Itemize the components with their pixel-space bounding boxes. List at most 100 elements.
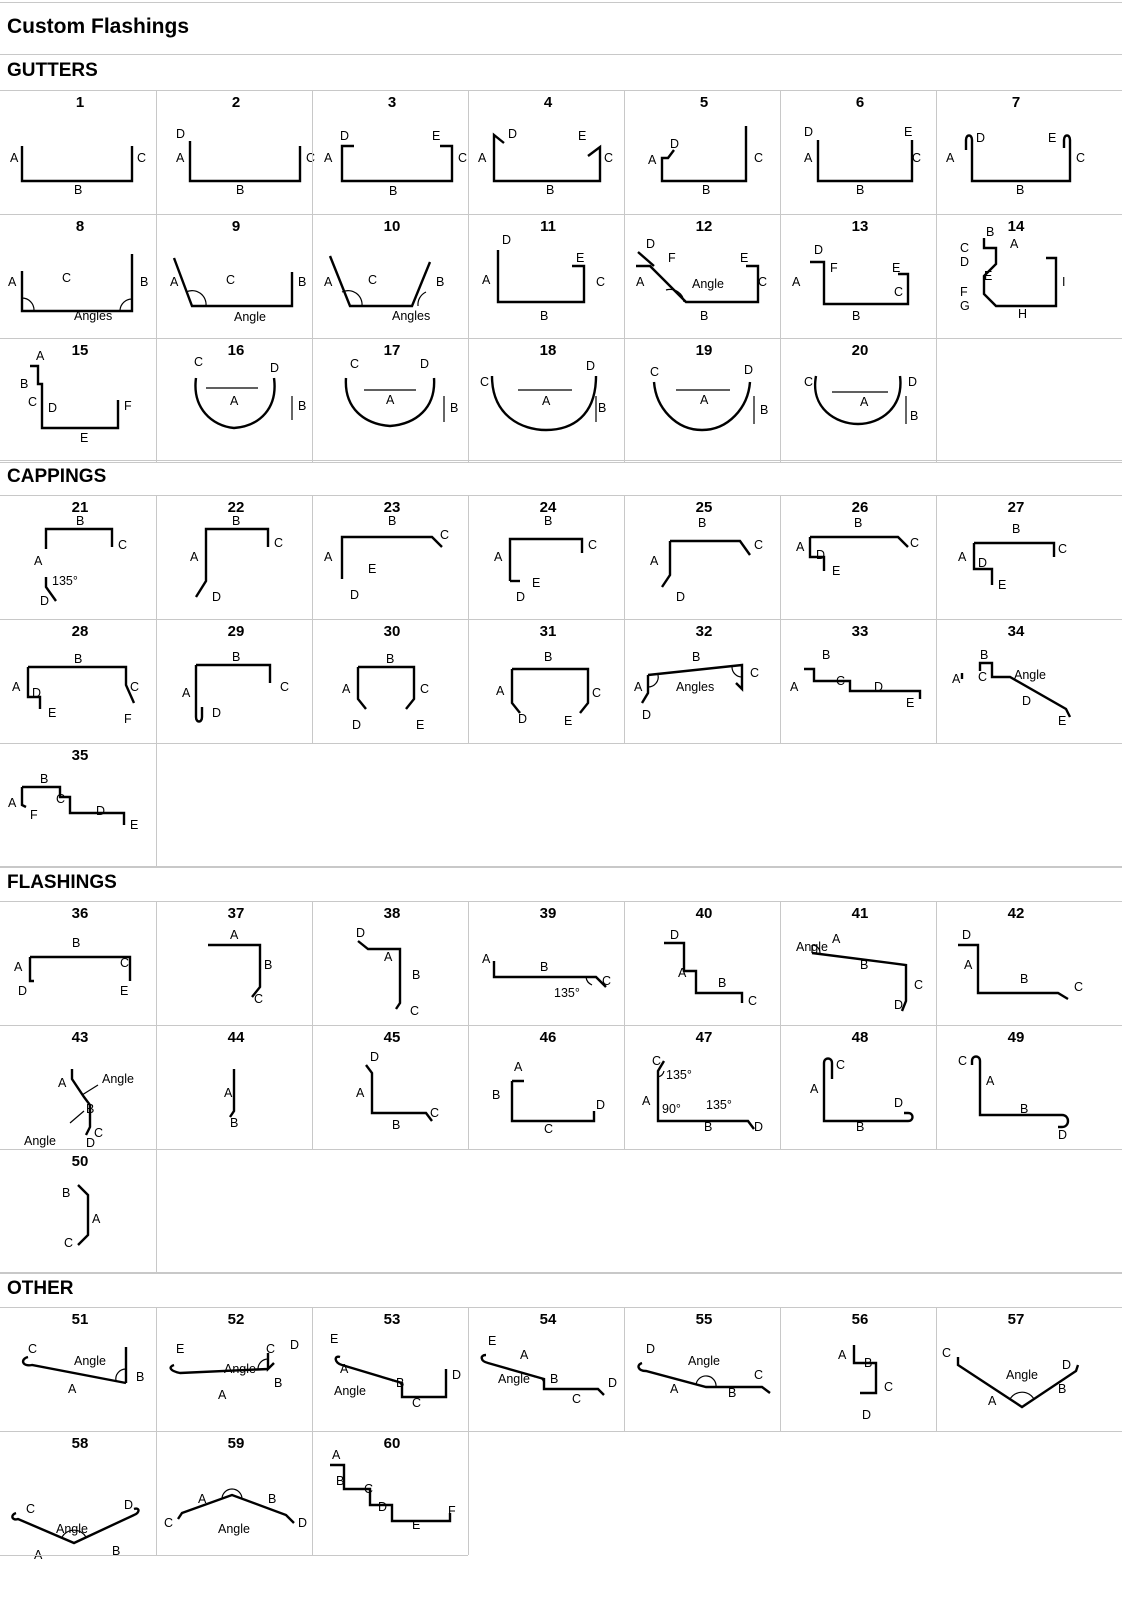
dimension-label: B [718, 976, 726, 990]
profile-line [637, 251, 655, 267]
grid-row-rule [0, 1273, 1122, 1274]
dimension-label: Angle [1006, 1368, 1038, 1382]
dimension-label: E [576, 251, 584, 265]
dimension-label: C [754, 538, 763, 552]
dimension-label: C [544, 1122, 553, 1136]
profile-line [81, 1084, 99, 1096]
profile-number: 33 [851, 623, 869, 640]
profile-line [115, 1368, 127, 1382]
dimension-label: E [176, 1342, 184, 1356]
profile-line [204, 527, 270, 567]
dimension-label: A [494, 550, 503, 564]
dimension-label: A [176, 151, 185, 165]
dimension-label: C [754, 151, 763, 165]
grid-divider [312, 338, 313, 462]
dimension-label: E [330, 1332, 338, 1346]
profile-number: 18 [539, 342, 557, 359]
profile-line [340, 144, 454, 183]
profile-line [664, 941, 744, 1003]
dimension-label: B [492, 1088, 500, 1102]
grid-divider [780, 619, 781, 743]
dimension-label: A [636, 275, 645, 289]
dimension-label: C [1058, 542, 1067, 556]
dimension-label: D [356, 926, 365, 940]
profile-number: 26 [851, 499, 869, 516]
profile-number: 52 [227, 1311, 245, 1328]
dimension-label: E [412, 1518, 420, 1532]
profile-line [1009, 1391, 1035, 1400]
dimension-label: B [388, 514, 396, 528]
dimension-label: B [910, 409, 918, 423]
dimension-label: A [650, 554, 659, 568]
profile-number: 60 [383, 1435, 401, 1452]
dimension-label: C [1074, 980, 1083, 994]
profile-line [496, 250, 586, 304]
profile-line [656, 1060, 755, 1130]
dimension-label: C [274, 536, 283, 550]
grid-divider [936, 495, 937, 619]
grid-divider [624, 901, 625, 1025]
grid-divider [624, 214, 625, 338]
dimension-label: D [586, 359, 595, 373]
dimension-label: B [544, 514, 552, 528]
dimension-label: A [92, 1212, 101, 1226]
profile-number: 47 [695, 1029, 713, 1046]
profile-line [20, 146, 134, 183]
profile-line [510, 1079, 596, 1123]
section-rule [0, 460, 1122, 461]
grid-divider [936, 90, 937, 214]
dimension-label: A [356, 1086, 365, 1100]
grid-divider [468, 1431, 469, 1555]
dimension-label: B [386, 652, 394, 666]
grid-row-rule [0, 619, 1122, 620]
dimension-label: A [792, 275, 801, 289]
dimension-label: B [20, 377, 28, 391]
profile-line [28, 665, 136, 704]
profile-line [70, 1069, 92, 1136]
dimension-label: E [80, 431, 88, 445]
dimension-label: C [430, 1106, 439, 1120]
dimension-label: A [324, 550, 333, 564]
dimension-label: D [420, 357, 429, 371]
profile-line [811, 951, 908, 1012]
grid-divider [780, 1025, 781, 1149]
dimension-label: A [700, 393, 709, 407]
dimension-label: A [170, 275, 179, 289]
dimension-label: D [352, 718, 361, 732]
dimension-label: E [904, 125, 912, 139]
profile-line [44, 527, 114, 549]
dimension-label: B [140, 275, 148, 289]
dimension-label: C [62, 271, 71, 285]
dimension-label: D [176, 127, 185, 141]
dimension-label: B [692, 650, 700, 664]
profile-line [670, 539, 751, 556]
grid-row-rule [0, 1149, 1122, 1150]
profile-number: 44 [227, 1029, 245, 1046]
profile-line [960, 661, 1072, 718]
dimension-label: A [986, 1074, 995, 1088]
dimension-label: D [670, 928, 679, 942]
dimension-label: C [458, 151, 467, 165]
grid-divider [624, 619, 625, 743]
dimension-label: A [520, 1348, 529, 1362]
dimension-label: A [34, 554, 43, 568]
dimension-label: B [1012, 522, 1020, 536]
dimension-label: D [518, 712, 527, 726]
dimension-label: C [137, 151, 146, 165]
profile-number: 25 [695, 499, 713, 516]
profile-number: 10 [383, 218, 401, 235]
profile-line [44, 577, 57, 602]
grid-divider [312, 1431, 313, 1555]
profile-line [665, 288, 685, 303]
